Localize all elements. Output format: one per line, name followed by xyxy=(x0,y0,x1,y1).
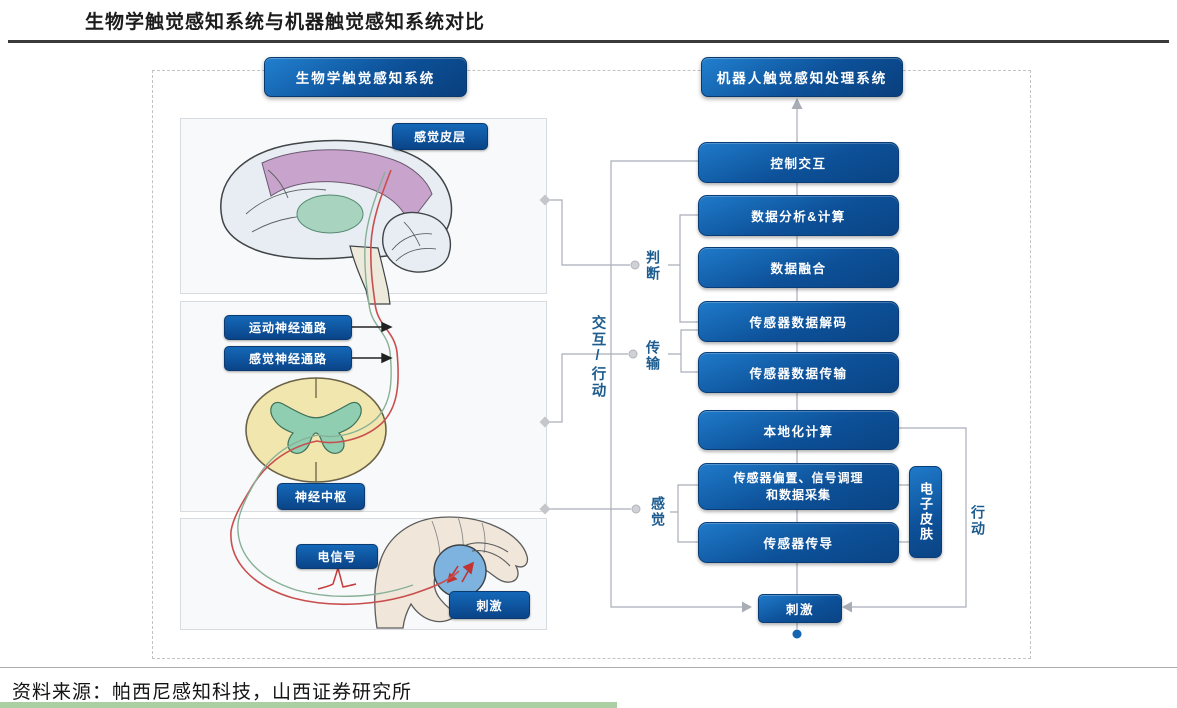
box-local-computing: 本地化计算 xyxy=(698,410,899,450)
endpoint-dot xyxy=(792,629,802,639)
connector-arrowheads xyxy=(742,98,852,613)
thalamus-region xyxy=(296,194,364,234)
box-stimulus: 刺激 xyxy=(758,594,842,623)
brainstem xyxy=(349,245,391,305)
spine-to-transmission-line xyxy=(545,353,628,423)
left-arrow-icon xyxy=(842,601,852,613)
stimulus-ball xyxy=(433,544,487,598)
label-sensory-cortex: 感觉皮层 xyxy=(392,123,488,150)
connector-nodes xyxy=(539,194,802,639)
label-stimulus: 刺激 xyxy=(449,591,530,619)
judgment-bracket xyxy=(668,214,698,323)
source-note: 资料来源：帕西尼感知科技，山西证券研究所 xyxy=(12,682,413,703)
footer-accent-bar xyxy=(0,702,617,708)
sensation-bracket xyxy=(670,484,698,543)
box-sensor-conduction: 传感器传导 xyxy=(698,522,899,563)
label-interaction-action: 交互/行动 xyxy=(589,315,606,399)
right-arrow-icon xyxy=(742,601,752,613)
brain-to-judgment-line xyxy=(545,199,630,266)
figure-title: 生物学触觉感知系统与机器触觉感知系统对比 xyxy=(85,12,486,33)
label-nerve-center: 神经中枢 xyxy=(277,483,365,510)
box-data-analysis: 数据分析&计算 xyxy=(698,195,899,236)
label-judgment: 判断 xyxy=(645,250,661,282)
box-sensor-data-decoding: 传感器数据解码 xyxy=(698,301,899,342)
action-potential-spike-icon xyxy=(317,565,357,590)
label-sensation: 感觉 xyxy=(650,496,666,528)
left-system-header: 生物学触觉感知系统 xyxy=(264,57,467,97)
up-arrow-icon xyxy=(791,98,803,109)
box-sensor-data-transmission: 传感器数据传输 xyxy=(698,352,899,393)
box-sensor-bias-conditioning: 传感器偏置、信号调理 和数据采集 xyxy=(698,463,899,510)
label-action: 行动 xyxy=(970,505,986,537)
diagram-frame xyxy=(152,70,1031,659)
label-transmission: 传输 xyxy=(645,340,661,372)
interaction-loop-line xyxy=(610,160,743,608)
right-system-header: 机器人触觉感知处理系统 xyxy=(701,57,903,97)
footer-divider xyxy=(0,667,1177,668)
label-motor-pathway: 运动神经通路 xyxy=(224,315,352,340)
action-loop-line xyxy=(851,427,967,608)
pathway-arrows xyxy=(350,321,393,364)
cerebellum xyxy=(382,211,451,273)
connector-lines xyxy=(545,104,967,629)
transmission-bracket xyxy=(668,329,698,373)
label-sensory-pathway: 感觉神经通路 xyxy=(224,346,352,371)
motor-nerve-green xyxy=(237,171,414,597)
gray-matter-butterfly xyxy=(270,401,362,454)
box-data-fusion: 数据融合 xyxy=(698,247,899,288)
hand-illustration xyxy=(374,516,529,629)
brain-illustration xyxy=(220,139,453,305)
box-electronic-skin: 电子皮肤 xyxy=(909,466,942,558)
box-control-interaction: 控制交互 xyxy=(698,142,899,183)
sensory-cortex-band xyxy=(261,149,433,226)
sensory-nerve-red xyxy=(230,169,460,606)
title-divider xyxy=(8,40,1169,43)
label-electric-signal: 电信号 xyxy=(296,544,378,569)
